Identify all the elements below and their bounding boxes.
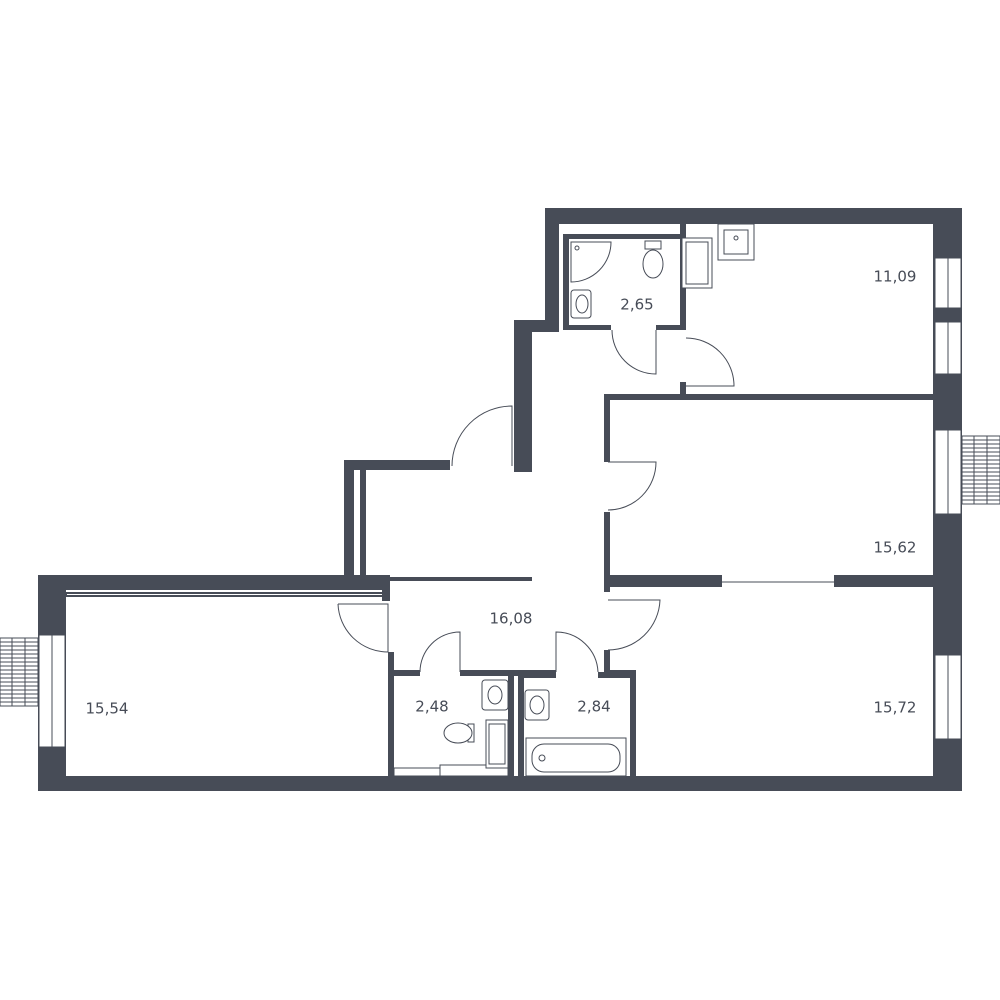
room-area-bedroom-bottom-right: 15,72	[874, 699, 917, 717]
toilet-icon	[642, 240, 664, 279]
room-area-hallway: 16,08	[490, 610, 533, 628]
room-area-kitchen: 11,09	[874, 268, 917, 286]
room-area-bathroom-top: 2,65	[620, 296, 653, 314]
sink-icon	[524, 689, 550, 721]
sink-icon	[481, 679, 509, 711]
room-area-bathroom-bottom: 2,84	[577, 698, 610, 716]
toilet-icon	[443, 722, 475, 744]
door-swing-icon	[337, 329, 735, 673]
window-icon	[934, 429, 962, 515]
shower-icon	[570, 241, 612, 283]
room-area-toilet: 2,48	[415, 698, 448, 716]
window-icon	[38, 634, 66, 748]
washing-machine-icon	[681, 237, 713, 289]
bathtub-icon	[525, 737, 627, 777]
stove-icon	[717, 223, 755, 261]
window-icon	[934, 654, 962, 740]
sink-icon	[570, 289, 592, 319]
room-area-living-room-left: 15,54	[86, 700, 129, 718]
window-icon	[934, 257, 962, 375]
balcony-icon	[961, 435, 1000, 505]
room-area-bedroom-middle: 15,62	[874, 539, 917, 557]
balcony-icon	[0, 637, 39, 707]
washing-machine-icon	[485, 719, 509, 769]
